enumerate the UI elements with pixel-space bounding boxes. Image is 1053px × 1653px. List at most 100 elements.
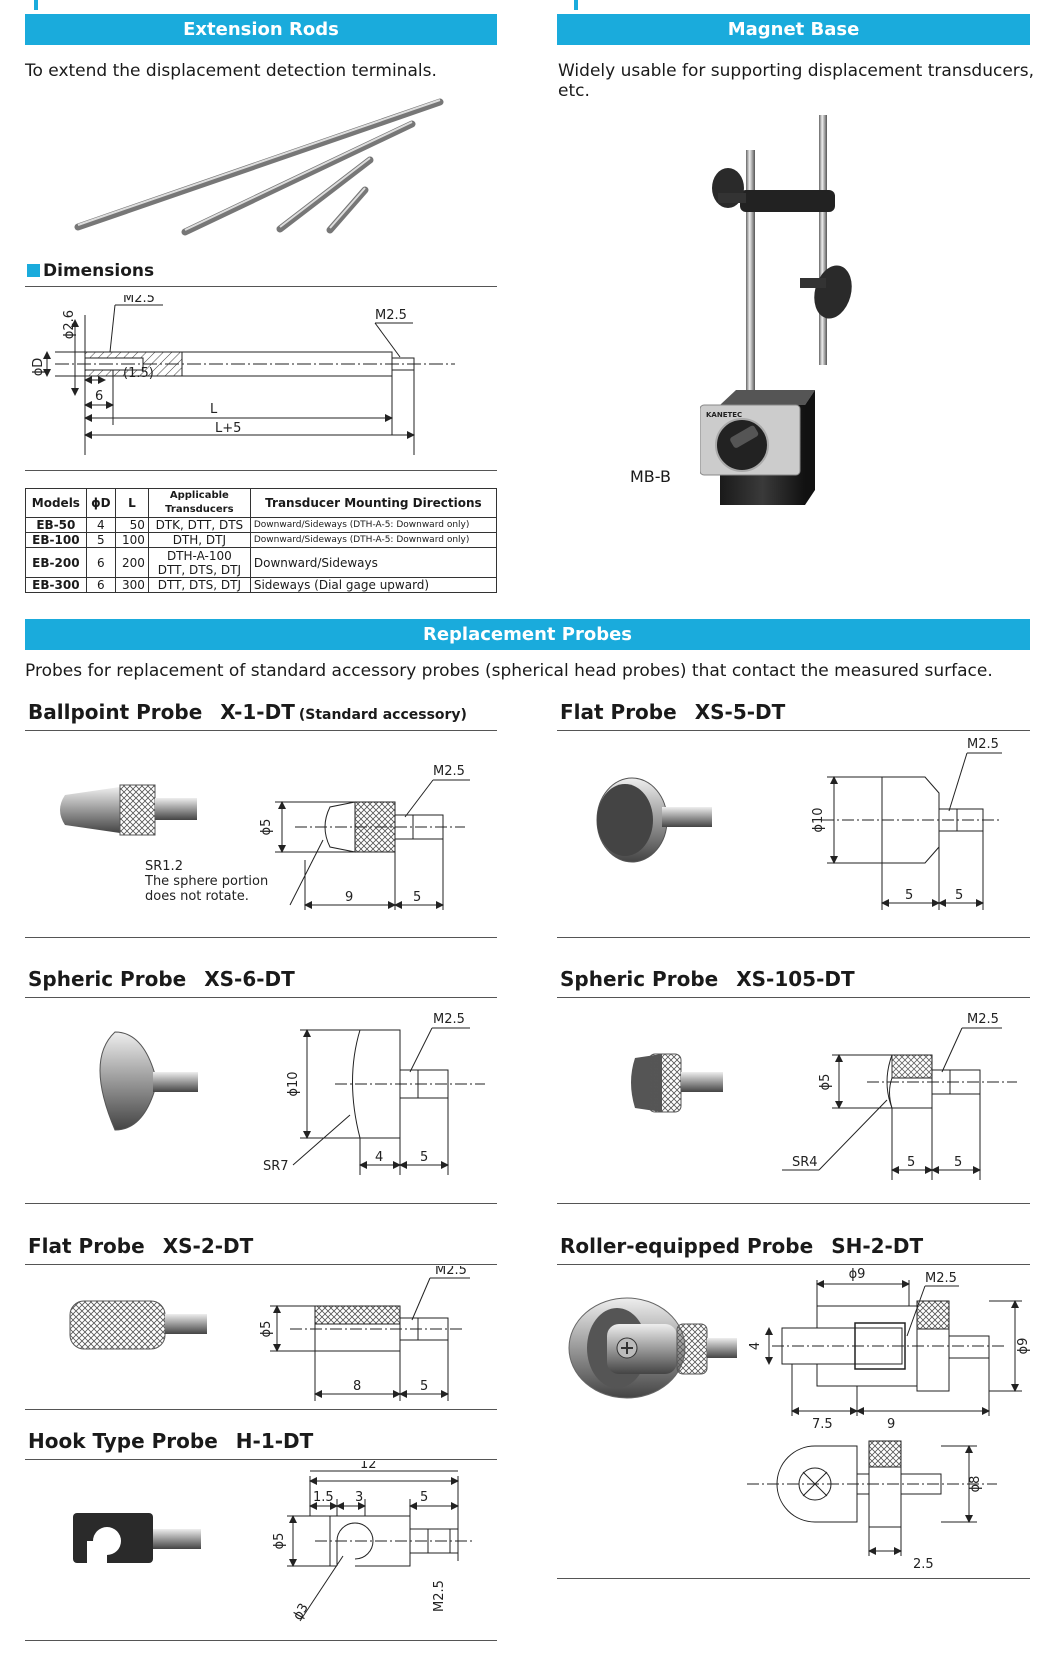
divider (25, 1264, 497, 1265)
col-transducers: Applicable Transducers (147, 488, 251, 518)
dim-c: 5 (420, 1490, 428, 1505)
clamp (740, 190, 835, 212)
dim-d8: ϕ8 (968, 1476, 983, 1493)
divider (25, 937, 497, 938)
dimensions-title-text: Dimensions (43, 261, 155, 281)
dim-L5: L+5 (215, 421, 241, 436)
probe-name: Flat Probe (28, 1234, 145, 1258)
extension-rod-drawing: ϕ2.6 M2.5 M2.5 ϕD (1.5) 6 L L+5 (31, 295, 455, 455)
probe-name: Flat Probe (560, 700, 677, 724)
replacement-probes-description: Probes for replacement of standard acces… (25, 661, 993, 681)
magnet-base-header: Magnet Base (557, 14, 1030, 45)
dim-d: ϕ5 (818, 1074, 833, 1091)
dimensions-title: Dimensions (27, 261, 154, 281)
dim-d5: ϕ5 (272, 1533, 287, 1550)
probe-title-spheric-xs6: Spheric Probe XS-6-DT (28, 967, 295, 991)
cell-phid: 6 (85, 577, 116, 593)
dim-top: ϕ9 (849, 1267, 866, 1282)
cell-model: EB-100 (25, 532, 87, 548)
dim-m25: M2.5 (967, 737, 999, 752)
cell-model: EB-50 (25, 517, 87, 533)
dim-m25: M2.5 (925, 1271, 957, 1286)
dim-six: 6 (95, 389, 103, 404)
dim-d: ϕ10 (811, 807, 826, 832)
dim-L: L (210, 402, 218, 417)
replacement-probes-header-text: Replacement Probes (422, 624, 633, 645)
cell-directions: Downward/Sideways (DTH-A-5: Downward onl… (249, 532, 498, 548)
spheric-probe-xs105-figure: M2.5 ϕ5 SR4 5 5 (631, 1012, 1017, 1180)
magnet-base-header-text: Magnet Base (727, 19, 860, 40)
cell-transducers: DTT, DTS, DTJ (147, 577, 251, 593)
cell-l: 300 (114, 577, 149, 593)
extension-rods-header-text: Extension Rods (183, 19, 339, 40)
divider (557, 997, 1030, 998)
probe-name: Spheric Probe (28, 967, 187, 991)
dim-m25: M2.5 (435, 1266, 467, 1278)
dim-a: 1.5 (313, 1490, 334, 1505)
col-models: Models (25, 488, 87, 518)
probe-code: XS-105-DT (736, 967, 855, 991)
divider (25, 1459, 497, 1460)
section-marker (34, 0, 38, 10)
square-bullet-icon (27, 264, 40, 277)
probe-code: X-1-DT (220, 700, 295, 724)
probe-code: XS-6-DT (204, 967, 295, 991)
dim-m25: M2.5 (433, 764, 465, 779)
divider (557, 1264, 1030, 1265)
cell-l: 100 (114, 532, 149, 548)
dim-sr: SR4 (792, 1155, 818, 1170)
ballpoint-probe-figure: M2.5 ϕ5 SR1.2 The sphere portion does no… (60, 764, 470, 910)
probe-code: SH-2-DT (831, 1234, 924, 1258)
dim-note2: does not rotate. (145, 889, 249, 904)
dim-sr: SR1.2 (145, 859, 183, 874)
dim-m25: M2.5 (967, 1012, 999, 1027)
dim-four: 4 (748, 1342, 763, 1350)
table-header-row: Models ϕD L Applicable Transducers Trans… (25, 488, 498, 518)
cell-model: EB-200 (25, 547, 87, 578)
cell-model: EB-300 (25, 577, 87, 593)
cell-transducers: DTK, DTT, DTS (147, 517, 251, 533)
dim-b: 5 (954, 1155, 962, 1170)
divider (25, 997, 497, 998)
rod-50 (326, 186, 369, 234)
divider (25, 470, 497, 471)
dim-m25: M2.5 (432, 1580, 447, 1612)
rod-300 (74, 98, 444, 231)
dim-sr: SR7 (263, 1159, 289, 1174)
flat-probe-xs2-figure: M2.5 ϕ5 8 5 (69, 1266, 470, 1401)
knob-icon (814, 265, 852, 319)
dim-d: ϕ5 (259, 1321, 274, 1338)
probe-code: XS-5-DT (694, 700, 786, 724)
rod-200 (181, 120, 416, 236)
table-row: EB-100 5 100 DTH, DTJ Downward/Sideways … (25, 532, 498, 548)
cell-transducers: DTH-A-100 DTT, DTS, DTJ (147, 547, 251, 578)
main-pole (746, 150, 755, 430)
dim-twelve: 12 (360, 1461, 377, 1472)
dim-a: 9 (345, 890, 353, 905)
dim-d: ϕ5 (259, 819, 274, 836)
cell-phid: 5 (85, 532, 116, 548)
dim-a: 5 (905, 888, 913, 903)
magnet-base-photo: KANETEC (700, 115, 852, 505)
dim-d3: ϕ3 (290, 1601, 311, 1623)
dim-b: 5 (420, 1150, 428, 1165)
col-l: L (114, 488, 149, 518)
roller-probe-figure: ϕ9 M2.5 4 ϕ9 7.5 9 ϕ8 2.5 (568, 1267, 1030, 1572)
divider (557, 1578, 1030, 1579)
table-row: EB-50 4 50 DTK, DTT, DTS Downward/Sidewa… (25, 517, 498, 533)
rod-100 (276, 156, 374, 233)
dim-d: ϕ10 (286, 1071, 301, 1096)
divider (557, 937, 1030, 938)
dim-phiD: ϕD (31, 358, 46, 377)
dim-b: 5 (955, 888, 963, 903)
cell-directions: Sideways (Dial gage upward) (249, 577, 498, 593)
table-row: EB-300 6 300 DTT, DTS, DTJ Sideways (Dia… (25, 577, 498, 593)
dim-d9: ϕ9 (1016, 1338, 1030, 1355)
dim-p15: (1.5) (123, 366, 154, 381)
divider (25, 730, 497, 731)
hook-probe-figure: 12 1.5 3 5 ϕ5 ϕ3 M2.5 (73, 1461, 475, 1623)
dim-b: 5 (420, 1379, 428, 1394)
dim-m25: M2.5 (433, 1012, 465, 1027)
